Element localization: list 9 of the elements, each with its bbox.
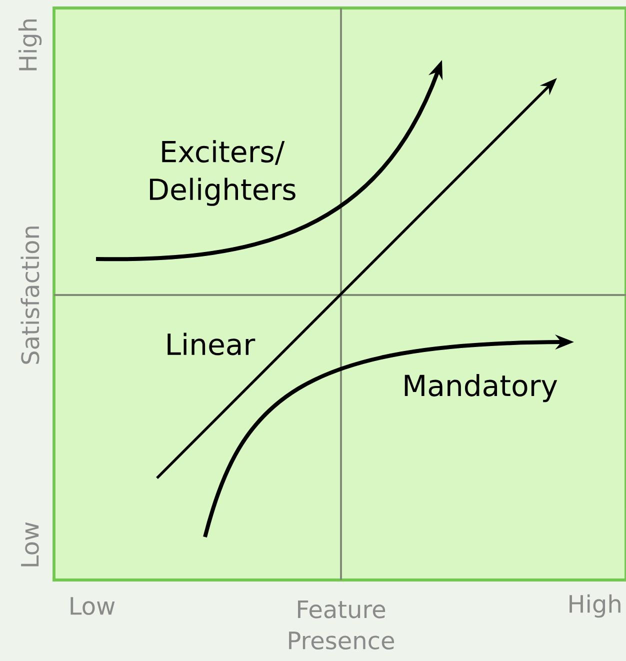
axis-label: Feature Presence (289, 600, 394, 650)
category-label: Exciters/ Delighters (150, 140, 296, 206)
axis-label: Satisfaction (20, 226, 40, 364)
axis-label: Low (70, 597, 115, 615)
category-label: Linear (168, 332, 256, 356)
axis-label: Low (21, 522, 39, 566)
category-label: Mandatory (404, 374, 558, 402)
axis-label: High (570, 594, 620, 618)
axis-label: High (18, 19, 42, 70)
